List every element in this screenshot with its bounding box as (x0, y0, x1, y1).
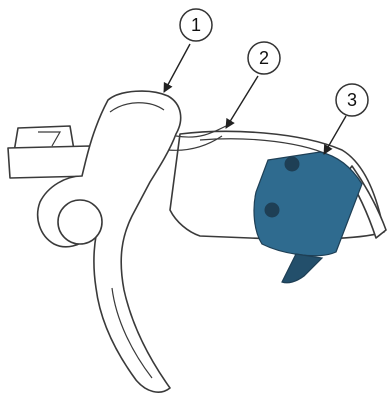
rear-rail (8, 126, 92, 178)
leader-2 (226, 76, 258, 128)
callout-3: 3 (336, 84, 368, 116)
pin-hole-upper (285, 157, 299, 171)
callout-2: 2 (248, 42, 280, 74)
callout-1: 1 (180, 9, 212, 41)
callout-label-3: 3 (347, 90, 357, 110)
callout-label-1: 1 (191, 15, 201, 35)
callout-label-2: 2 (259, 48, 269, 68)
pin-hole-lower (265, 203, 279, 217)
leader-1 (164, 44, 190, 92)
sear-part-3 (254, 152, 362, 283)
